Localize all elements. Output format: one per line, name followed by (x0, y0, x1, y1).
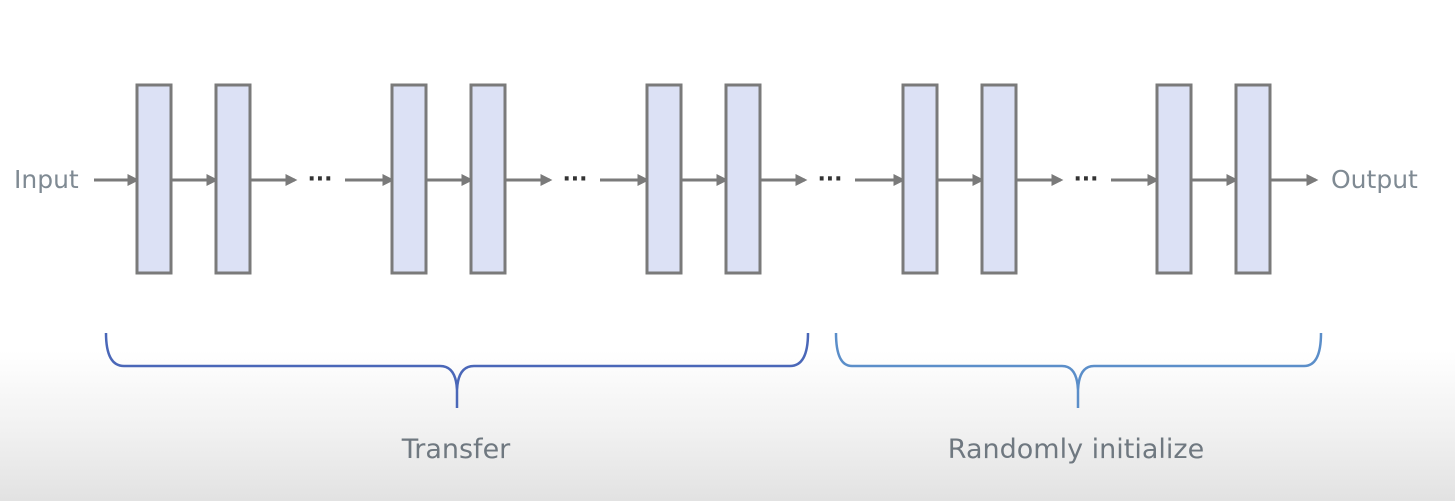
layer-block (901, 83, 939, 275)
transfer-label: Transfer (401, 434, 511, 465)
ellipses: ··· ··· ··· ··· (307, 167, 1098, 192)
ellipsis: ··· (562, 167, 587, 192)
layer-block (1234, 83, 1272, 275)
ellipsis: ··· (817, 167, 842, 192)
layer-block (980, 83, 1018, 275)
ellipsis: ··· (1073, 167, 1098, 192)
layer-block (724, 83, 762, 275)
layers (135, 83, 1272, 275)
layer-block (469, 83, 507, 275)
output-label: Output (1331, 165, 1418, 194)
layer-block (214, 83, 252, 275)
layer-block (645, 83, 683, 275)
random-init-label: Randomly initialize (947, 434, 1205, 465)
input-label: Input (14, 165, 79, 194)
ellipsis: ··· (307, 167, 332, 192)
layer-block (1155, 83, 1193, 275)
layer-block (135, 83, 173, 275)
random-init-brace (834, 332, 1323, 408)
transfer-brace (104, 332, 810, 408)
layer-block (390, 83, 428, 275)
